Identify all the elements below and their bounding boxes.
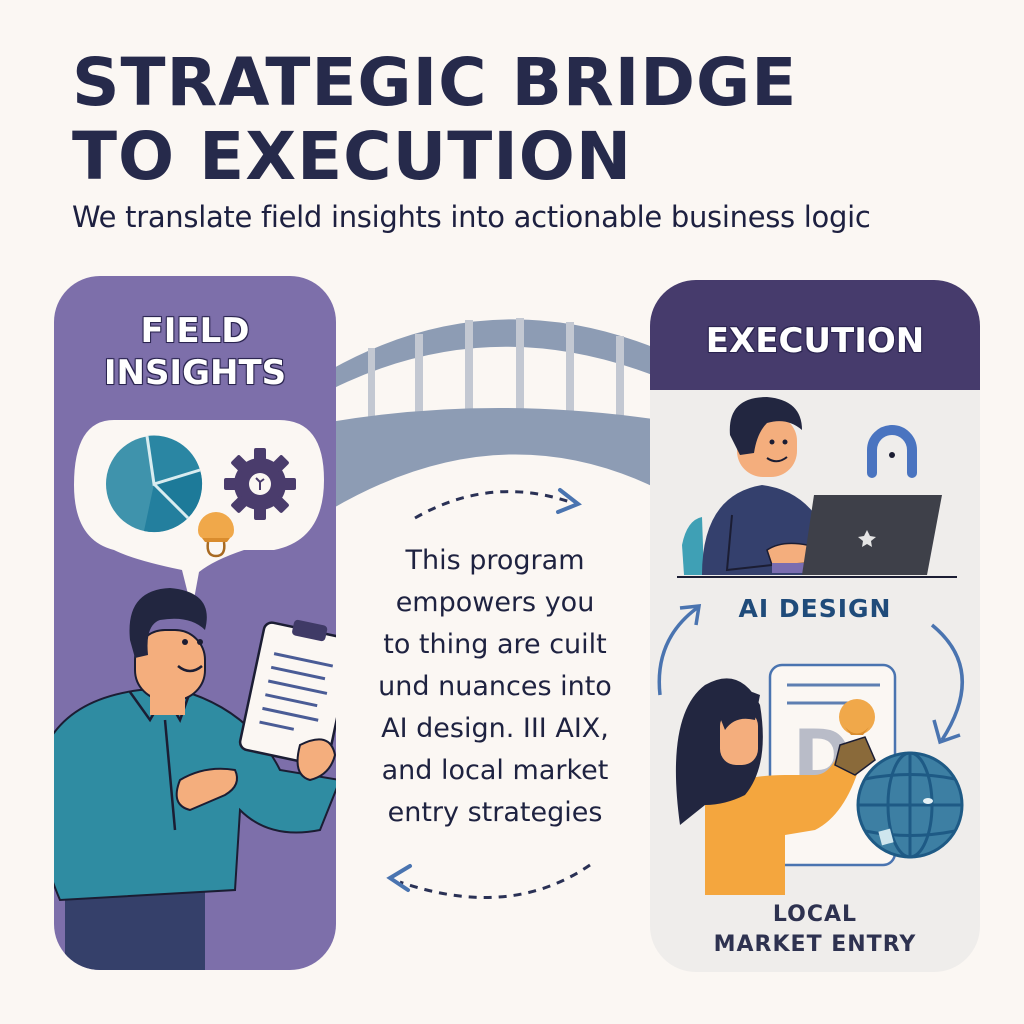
woman-with-document-illustration: D bbox=[675, 663, 964, 895]
description-line: empowers you bbox=[395, 587, 595, 618]
subtitle: We translate field insights into actiona… bbox=[72, 200, 871, 234]
heading-line-1: FIELD bbox=[140, 311, 250, 351]
label-line-2: MARKET ENTRY bbox=[713, 932, 917, 957]
page-title: STRATEGIC BRIDGE TO EXECUTION bbox=[72, 46, 797, 194]
execution-heading: EXECUTION bbox=[705, 321, 925, 361]
description-line: entry strategies bbox=[387, 797, 603, 828]
description-line: This program bbox=[405, 545, 585, 576]
headset-icon bbox=[867, 425, 917, 478]
execution-panel: EXECUTION AI DESIGN D bbox=[650, 280, 980, 972]
title-line-1: STRATEGIC BRIDGE bbox=[72, 44, 798, 121]
heading-line-2: INSIGHTS bbox=[103, 353, 287, 393]
dashed-arrow-left-icon bbox=[386, 863, 591, 900]
label-line-1: LOCAL bbox=[772, 902, 858, 927]
lightbulb-icon bbox=[198, 512, 234, 558]
field-insights-panel: FIELD INSIGHTS bbox=[54, 276, 336, 970]
ai-design-label: AI DESIGN bbox=[738, 594, 892, 623]
local-market-entry-label: LOCAL MARKET ENTRY bbox=[650, 900, 980, 960]
field-insights-heading: FIELD INSIGHTS bbox=[54, 310, 336, 394]
description-line: to thing are cuilt bbox=[383, 629, 607, 660]
pie-chart-icon bbox=[106, 435, 203, 533]
gear-icon bbox=[224, 448, 296, 520]
description-line: und nuances into bbox=[378, 671, 612, 702]
program-description: This program empowers you to thing are c… bbox=[350, 540, 640, 834]
dashed-arrow-right-icon bbox=[414, 488, 582, 520]
title-line-2: TO EXECUTION bbox=[72, 118, 633, 195]
man-with-clipboard-illustration bbox=[54, 588, 336, 970]
execution-header: EXECUTION bbox=[650, 280, 980, 390]
cycle-arrow-up-icon bbox=[657, 604, 702, 696]
globe-icon bbox=[856, 751, 964, 859]
man-at-laptop-illustration bbox=[677, 397, 957, 578]
description-line: and local market bbox=[381, 755, 609, 786]
bridge-icon bbox=[330, 318, 660, 510]
description-line: AI design. III AIX, bbox=[381, 713, 609, 744]
cycle-arrow-down-icon bbox=[930, 623, 964, 745]
